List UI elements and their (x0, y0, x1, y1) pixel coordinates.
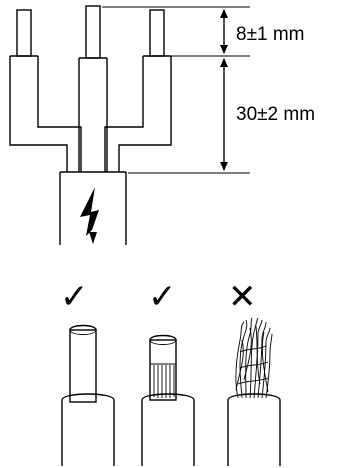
strip-length-label: 8±1 mm (236, 24, 305, 45)
check-mark-icon: ✓ (60, 277, 89, 317)
check-mark-icon: ✓ (148, 277, 177, 317)
bare-conductors (16, 5, 165, 59)
example-solid-conductor (61, 324, 115, 466)
high-voltage-lightning-icon (80, 187, 99, 244)
example-frayed-strands (227, 317, 281, 466)
sheath-length-label: 30±2 mm (236, 104, 315, 125)
insulated-cores (9, 55, 172, 172)
dimension-lines (102, 6, 250, 174)
outer-sheath (59, 171, 127, 245)
cross-mark-icon: ✕ (228, 277, 257, 317)
cable-assembly (9, 5, 172, 245)
example-crimped-ferrule (141, 334, 195, 466)
